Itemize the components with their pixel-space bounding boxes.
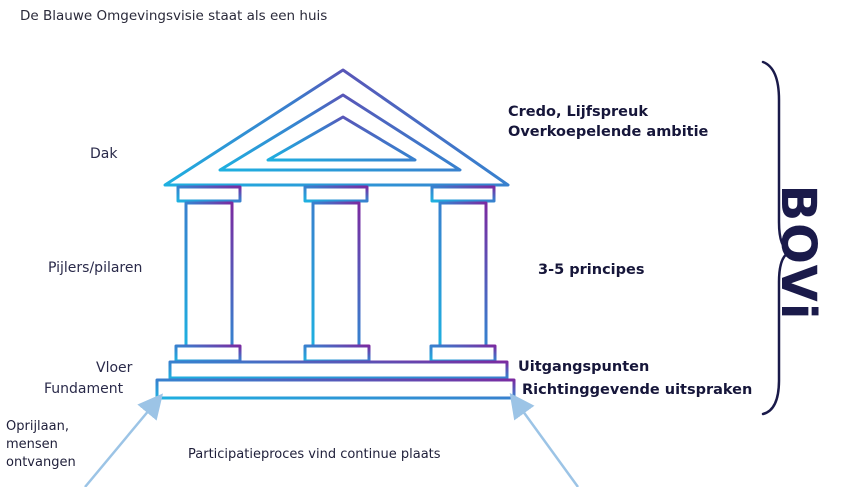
label-principes: 3-5 principes bbox=[538, 262, 645, 278]
roof-middle bbox=[218, 93, 462, 172]
label-vloer: Vloer bbox=[96, 360, 133, 376]
column-base-left bbox=[174, 344, 242, 363]
label-oprijlaan-1: Oprijlaan, bbox=[6, 419, 69, 434]
curly-bracket bbox=[761, 60, 794, 416]
label-credo: Credo, Lijfspreuk bbox=[508, 104, 648, 120]
label-pijlers: Pijlers/pilaren bbox=[48, 260, 143, 276]
floor-step bbox=[168, 360, 509, 380]
label-oprijlaan-2: mensen bbox=[6, 437, 58, 452]
label-richtinggevende: Richtinggevende uitspraken bbox=[522, 382, 753, 398]
label-uitgangspunten: Uitgangspunten bbox=[518, 359, 650, 375]
column-middle bbox=[311, 201, 361, 348]
column-base-right bbox=[429, 344, 497, 363]
capital-right bbox=[430, 185, 496, 203]
label-ambitie: Overkoepelende ambitie bbox=[508, 124, 709, 140]
label-dak: Dak bbox=[90, 146, 118, 162]
column-left bbox=[184, 201, 234, 348]
label-fundament: Fundament bbox=[44, 381, 124, 397]
foundation-step bbox=[155, 378, 516, 400]
arrow-right bbox=[509, 392, 580, 487]
diagram-title: De Blauwe Omgevingsvisie staat als een h… bbox=[20, 8, 328, 24]
capital-middle bbox=[303, 185, 369, 203]
capital-left bbox=[176, 185, 242, 203]
label-oprijlaan-3: ontvangen bbox=[6, 455, 76, 470]
column-right bbox=[438, 201, 488, 348]
arrow-left bbox=[84, 393, 164, 487]
participation-text: Participatieproces vind continue plaats bbox=[188, 447, 441, 462]
bracket-label: BOVi bbox=[770, 184, 826, 322]
roof-inner bbox=[266, 115, 417, 162]
roof-outer bbox=[163, 68, 510, 187]
column-base-middle bbox=[303, 344, 371, 363]
